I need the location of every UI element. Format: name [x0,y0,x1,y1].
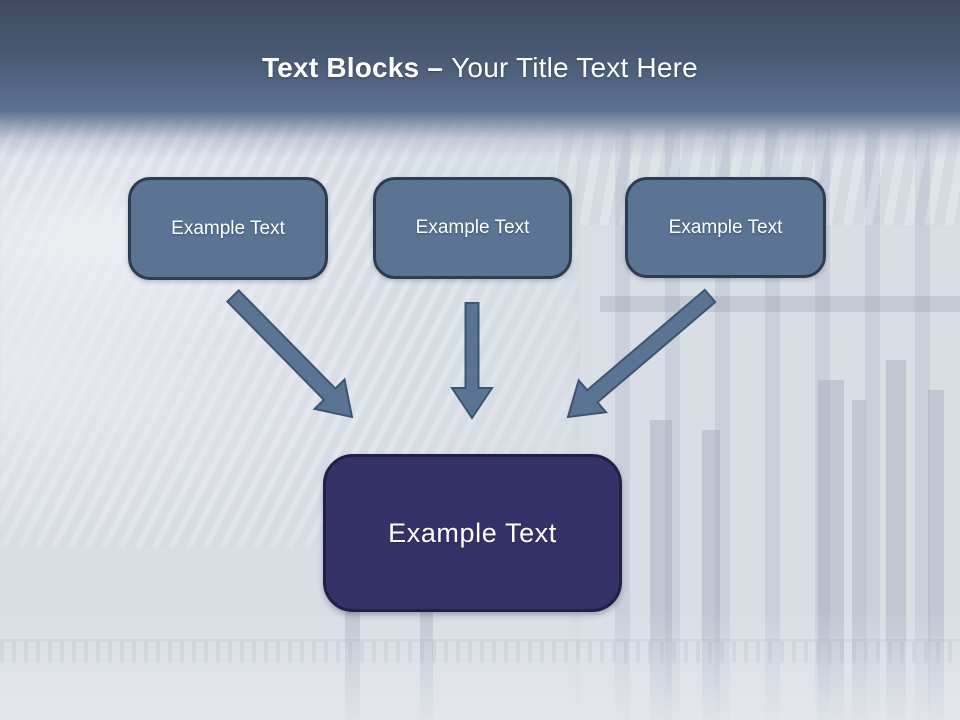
text-block-3[interactable]: Example Text [625,177,826,278]
text-block-2-label: Example Text [415,217,530,238]
arrow-from-block-1[interactable] [225,288,354,419]
bottom-mist [0,610,960,720]
title-band: Text Blocks–Your Title Text Here [0,0,960,158]
title-regular-text: Your Title Text Here [451,52,698,83]
slide-title[interactable]: Text Blocks–Your Title Text Here [0,0,960,84]
arrow-from-block-3[interactable] [566,288,717,419]
title-bold-text: Text Blocks [262,52,420,83]
text-block-1[interactable]: Example Text [128,177,328,280]
arrow-from-block-2[interactable] [450,302,494,420]
center-text-block-label: Example Text [388,517,557,548]
title-separator: – [427,52,444,83]
center-text-block[interactable]: Example Text [323,454,622,612]
text-block-3-label: Example Text [668,216,783,238]
text-block-1-label: Example Text [171,217,285,239]
text-block-2[interactable]: Example Text [373,177,572,279]
